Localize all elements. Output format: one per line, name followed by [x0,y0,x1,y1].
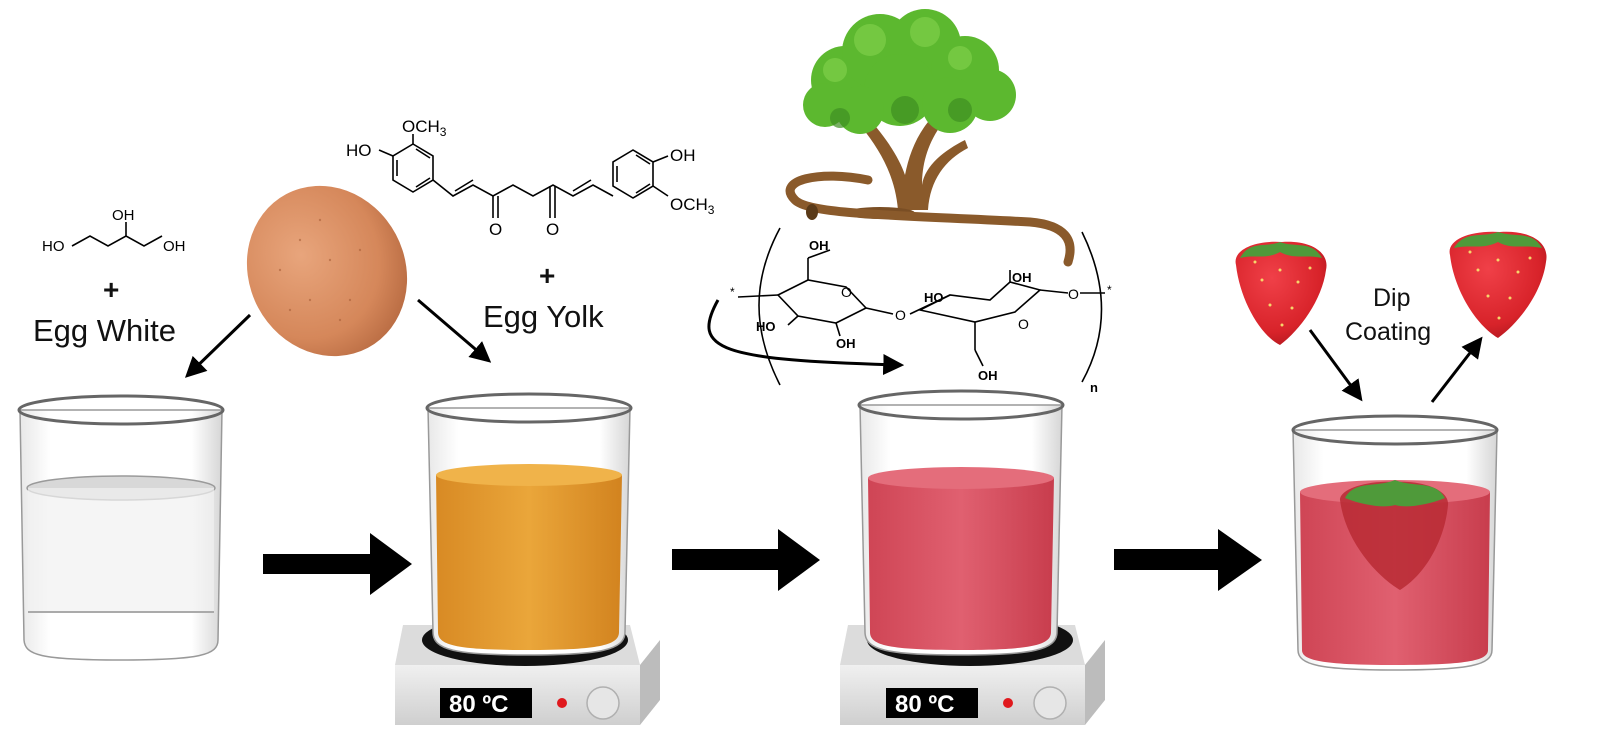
cellulose-ho-right: HO [924,290,944,305]
hotplate-2-display [886,688,978,718]
beaker-dip-coating [1291,414,1499,671]
cellulose-oh-top-right: OH [1012,270,1032,285]
cellulose-ho-left: HO [756,319,776,334]
cellulose-oh-bottom-right: OH [978,368,998,383]
cellulose-star-left: * [730,285,735,299]
beaker-egg-white [17,394,225,661]
process-arrow-1 [263,533,412,595]
curcumin-labels: OCH3 HO OH OCH3 O O [346,117,715,239]
beaker-coating-solution [857,389,1065,656]
cellulose-oh-top-left: OH [809,238,829,253]
tree-image [785,9,1075,267]
cellulose-structure [737,227,1105,386]
cellulose-star-right: * [1107,283,1112,297]
cellulose-o-end: O [1068,286,1079,302]
cellulose-o-ring-right: O [1018,316,1029,332]
cellulose-oh-bottom-left: OH [836,336,856,351]
arrow-strawberry-out [1430,336,1483,403]
process-arrow-2 [672,529,820,591]
coating-label: Coating [1345,318,1431,346]
arrow-strawberry-in [1308,329,1363,402]
curcumin-o-left: O [489,220,502,239]
arrow-cellulose-to-beaker [707,299,905,376]
curcumin-structure [378,134,669,218]
hotplate-2-knob [1033,686,1067,720]
curcumin-oh-right: OH [670,146,696,165]
glycerol-oh-top: OH [112,207,135,224]
cellulose-labels: OH HO OH O O HO OH O OH O * * n [730,238,1112,395]
hotplate-2-indicator [1003,698,1013,708]
glycerol-oh-right: OH [163,238,186,255]
cellulose-subscript-n: n [1090,380,1098,395]
arrow-egg-to-white [184,313,252,378]
process-arrow-3 [1114,529,1262,591]
hotplate-2-temperature: 80 ºC [895,691,954,718]
curcumin-ho-left: HO [346,141,372,160]
glycerol-structure: OH HO OH [42,207,186,255]
hotplate-1-indicator [557,698,567,708]
cellulose-o-bridge: O [895,307,906,323]
hotplate-1-display [440,688,532,718]
cellulose-o-ring-left: O [841,284,852,300]
glycerol-ho-left: HO [42,238,65,255]
egg-yolk-label: Egg Yolk [483,299,604,334]
plus-sign-curcumin: + [539,260,555,291]
curcumin-och3-right: OCH3 [670,195,715,217]
egg-image [246,185,408,357]
strawberry-before [1235,241,1327,345]
strawberry-after [1449,231,1547,338]
hotplate-1-knob [586,686,620,720]
plus-sign-glycerol: + [103,274,119,305]
egg-white-label: Egg White [33,313,176,348]
arrow-egg-to-yolk [417,298,492,363]
curcumin-o-right: O [546,220,559,239]
beaker-egg-yolk [425,392,633,656]
dip-label: Dip [1373,284,1411,312]
curcumin-och3-top: OCH3 [402,117,447,139]
hotplate-1-temperature: 80 ºC [449,691,508,718]
